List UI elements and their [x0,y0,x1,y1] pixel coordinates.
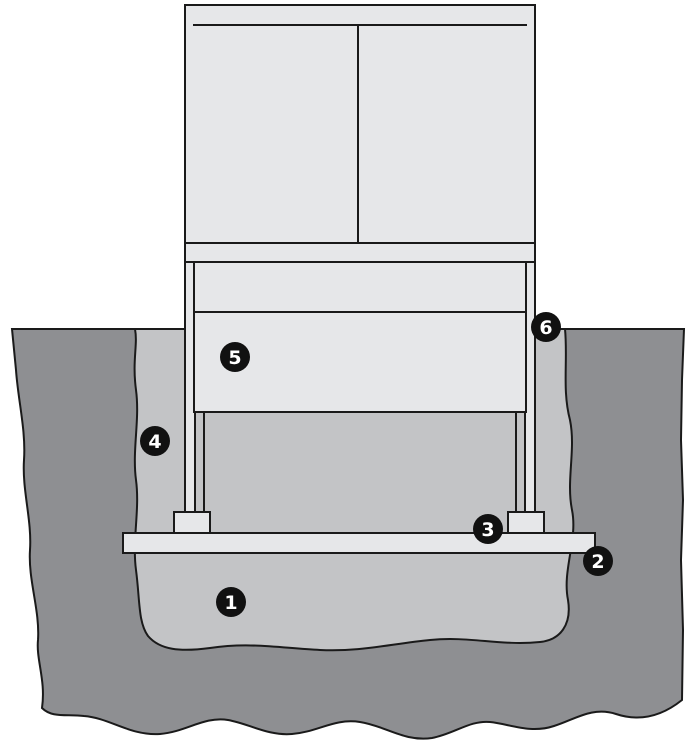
callout-6: 6 [531,312,561,342]
lower-chamber [193,261,527,413]
callout-2-label: 2 [591,551,604,573]
callout-4-label: 4 [148,431,161,453]
upper-cabinet [184,4,536,263]
callout-5: 5 [220,342,250,372]
footing-block-right [507,511,545,534]
callout-1: 1 [216,587,246,617]
callout-3-label: 3 [481,519,494,541]
callout-4: 4 [140,426,170,456]
callout-3: 3 [473,514,503,544]
footing-block-left [173,511,211,534]
concrete-pad [122,532,596,554]
inner-void [203,411,517,534]
callout-2: 2 [583,546,613,576]
callout-6-label: 6 [539,317,552,339]
callout-1-label: 1 [224,592,237,614]
callout-5-label: 5 [228,347,241,369]
